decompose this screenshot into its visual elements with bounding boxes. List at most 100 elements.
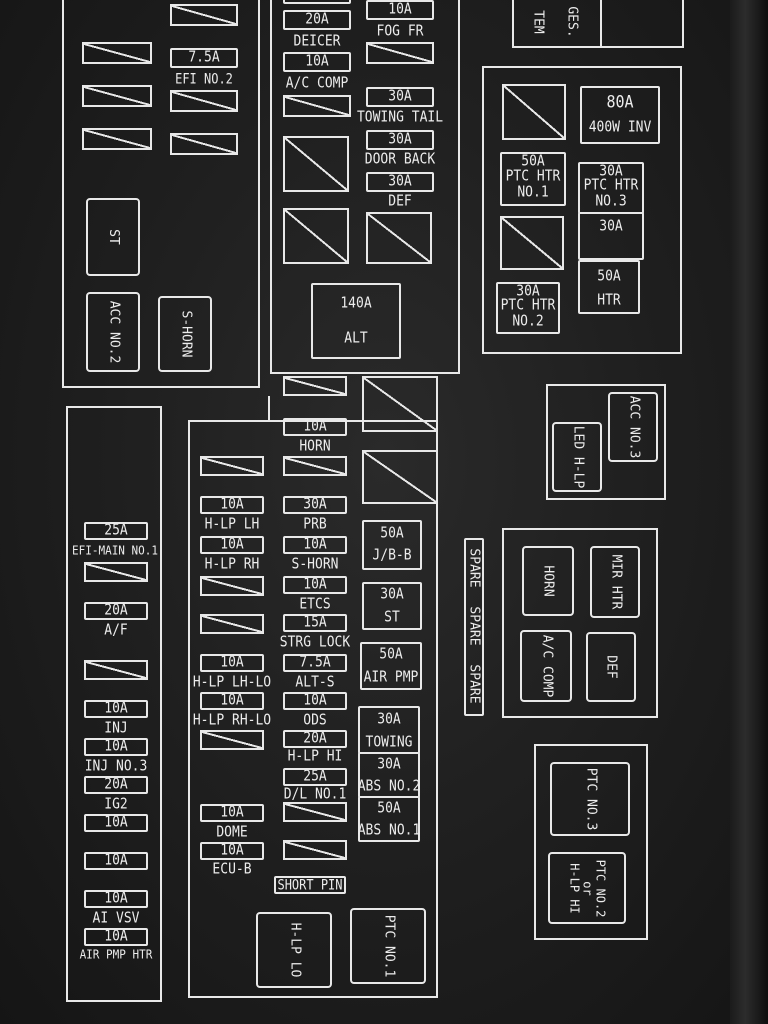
fuse-towing-tail <box>366 87 434 107</box>
fuse-ig2 <box>84 776 148 794</box>
fuse-rating: 50A <box>377 799 401 818</box>
fuse-rating: 50A <box>597 267 621 286</box>
fuse-rating: 30A <box>599 217 623 236</box>
spare-label: SPARE <box>466 664 482 704</box>
fuse-rating: 20A <box>104 601 128 620</box>
fuse-slot-empty <box>84 660 148 680</box>
fuse-efi-main-no1 <box>84 522 148 540</box>
relay-ptc-no1: PTC NO.1 <box>350 908 426 984</box>
fuse-efi-no2 <box>170 48 238 68</box>
fuse-rating: 20A <box>305 10 329 29</box>
fuse-rating: 30A <box>388 130 412 149</box>
fuse-ac-comp <box>283 52 351 72</box>
fuse-door-back <box>366 130 434 150</box>
fuse-label: INJ NO.3 <box>84 757 148 776</box>
fuse-slot-empty <box>283 840 347 860</box>
fuse-deicer <box>283 10 351 30</box>
fuse-slot-empty <box>200 730 264 750</box>
fuse-slot-empty <box>283 456 347 476</box>
fuse-label: HORN <box>299 437 331 456</box>
relay-s-horn: S-HORN <box>158 296 212 372</box>
fuse-slot-empty <box>170 90 238 112</box>
fuse-ai-vsv <box>84 890 148 908</box>
fuse-hlp-rh <box>200 536 264 554</box>
fuse-label: PTC HTR NO.2 <box>500 296 556 331</box>
fuse-slot-empty <box>82 85 152 107</box>
fuse-rating: 10A <box>220 653 244 672</box>
fuse-rating: 10A <box>305 52 329 71</box>
fuse-30a-unlabeled <box>578 212 644 260</box>
fuse-rating: 80A <box>606 91 634 113</box>
fuse-label: ABS NO.1 <box>357 821 421 840</box>
fuse-slot-empty <box>500 216 564 270</box>
fuse-slot-empty <box>366 212 432 264</box>
fuse-label: IG2 <box>104 795 128 814</box>
block-ptc-relays <box>534 744 648 940</box>
fuse-rating: 10A <box>303 575 327 594</box>
fuse-rating: 10A <box>220 691 244 710</box>
fuse-rating: 140A <box>340 294 372 313</box>
fuse-label: DEICER <box>293 32 341 51</box>
fuse-ecu-b <box>200 842 264 860</box>
relay-ptc-no3: PTC NO.3 <box>550 762 630 836</box>
fuse-label: PRB <box>303 515 327 534</box>
fuse-label: D/L NO.1 <box>283 785 347 804</box>
fuse-inj <box>84 700 148 718</box>
fuse-label: AI VSV <box>92 909 140 928</box>
fuse-s-horn <box>283 536 347 554</box>
fuse-slot-empty <box>362 376 438 432</box>
spare-label: SPARE <box>466 548 482 588</box>
fuse-box-rim <box>730 0 768 1024</box>
fuse-rating: 50A <box>380 524 404 543</box>
fuse-horn <box>283 418 347 436</box>
fuse-dl-no1 <box>283 768 347 786</box>
fuse-rating: 30A <box>377 710 401 729</box>
block-top-right-partial <box>512 0 684 48</box>
block-relays <box>502 528 658 718</box>
fuse-label: H-LP HI <box>287 747 343 766</box>
fuse-label: AIR PMP HTR <box>79 946 153 962</box>
fuse-label: ALT-S <box>295 673 335 692</box>
fuse-slot-empty <box>82 42 152 64</box>
fuse-rating: 10A <box>220 535 244 554</box>
fuse-strg-lock <box>283 614 347 632</box>
fuse-label: PTC HTR NO.1 <box>505 167 561 202</box>
fuse-hlp-rh-lo <box>200 692 264 710</box>
fuse-400w-inv <box>580 86 660 144</box>
fuse-label: H-LP LH-LO <box>192 673 272 692</box>
fuse-10a-unlabeled <box>84 814 148 832</box>
fuse-rating: 30A <box>380 585 404 604</box>
fuse-af <box>84 602 148 620</box>
fuse-rating: 10A <box>104 851 128 870</box>
fuse-label: DEF <box>388 192 412 211</box>
fuse-ptc-htr-no2 <box>496 282 560 334</box>
fuse-htr <box>578 260 640 314</box>
fuse-label: DOME <box>216 823 248 842</box>
fuse-label: TOWING <box>365 733 413 752</box>
fuse-label: AIR PMP <box>363 668 419 687</box>
fuse-label: A/F <box>104 621 128 640</box>
block-ptc-heaters <box>482 66 682 354</box>
fuse-hlp-lh-lo <box>200 654 264 672</box>
relay-mir-htr: MIR HTR <box>590 546 640 618</box>
fuse-label: J/B-B <box>372 546 412 565</box>
fuse-rating: 30A <box>388 87 412 106</box>
fuse-slot-empty <box>283 95 351 117</box>
fuse-label: ABS NO.2 <box>357 777 421 796</box>
fuse-rating: 10A <box>104 813 128 832</box>
relay-hlp-lo: H-LP LO <box>256 912 332 988</box>
fuse-abs-no1 <box>358 796 420 842</box>
relay-led-hlp: LED H-LP <box>552 422 602 492</box>
fuse-slot-empty <box>283 802 347 822</box>
spare-label: SPARE <box>466 606 482 646</box>
fuse-slot-empty <box>200 576 264 596</box>
block-top-left <box>62 0 260 388</box>
fuse-slot-empty <box>283 136 349 192</box>
fuse-label: ALT <box>344 329 368 348</box>
fuse-rating: 25A <box>104 521 128 540</box>
fuse-rating: 10A <box>220 841 244 860</box>
fuse-label: EFI-MAIN NO.1 <box>71 542 159 558</box>
fuse-ods <box>283 692 347 710</box>
block-bottom-left <box>66 406 162 1002</box>
